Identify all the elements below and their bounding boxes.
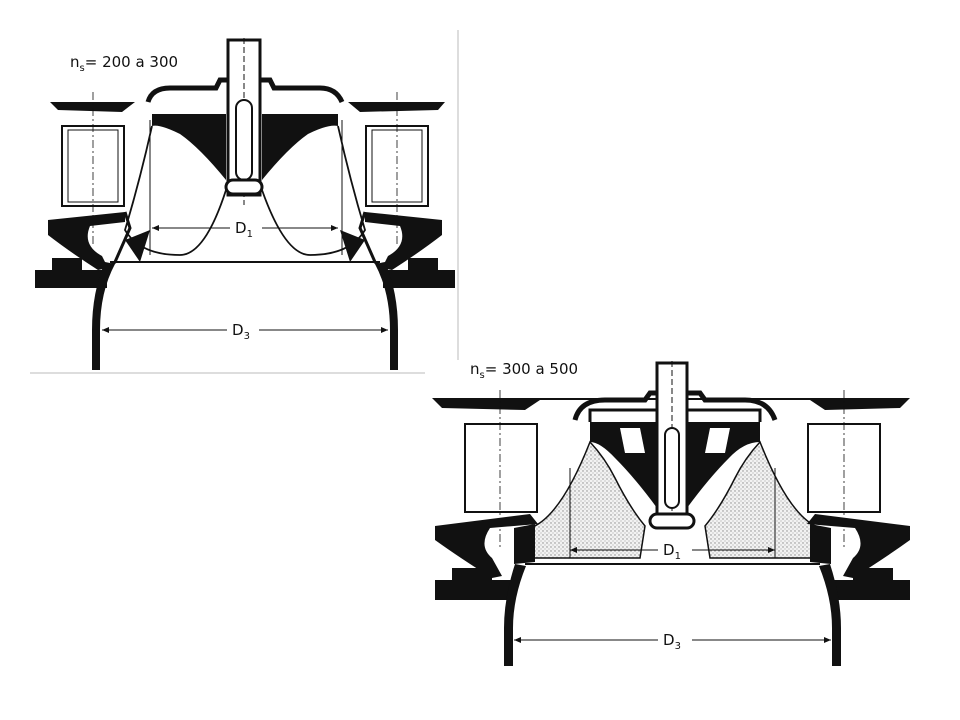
turbine-diagram-ns-300-500: ns= 300 a 500 D1 D3 (430, 358, 915, 673)
guide-vane-left (464, 423, 538, 513)
inlet-diameter-label: D1 (663, 541, 681, 562)
draft-tube-left (504, 564, 526, 666)
draft-tube-left (92, 262, 115, 370)
flange-left (435, 580, 515, 600)
head-cover (432, 398, 910, 410)
draft-tube-right (819, 564, 841, 666)
flange-right (383, 270, 455, 288)
speed-label: ns= 300 a 500 (470, 360, 578, 381)
shaft-nut (648, 512, 696, 530)
outlet-diameter-label: D3 (232, 321, 250, 342)
head-cover (50, 102, 445, 112)
turbine-section-svg: ns= 300 a 500 D1 D3 (432, 360, 910, 666)
bottom-ring-right (807, 514, 910, 578)
flange-left (35, 270, 107, 288)
inlet-diameter-label: D1 (235, 219, 253, 240)
turbine-diagram-ns-200-300: ns= 200 a 300 D1 D3 (30, 30, 460, 375)
bottom-ring-right (365, 212, 442, 270)
outlet-diameter-label: D3 (663, 631, 681, 652)
turbine-section-svg: ns= 200 a 300 D1 D3 (30, 30, 459, 374)
flange-right (830, 580, 910, 600)
bottom-ring-left (48, 212, 125, 270)
bottom-ring-left (435, 514, 538, 578)
runner-crown (152, 114, 226, 180)
draft-tube-right (375, 262, 398, 370)
shaft-nut (224, 178, 264, 196)
speed-label: ns= 200 a 300 (70, 53, 178, 74)
